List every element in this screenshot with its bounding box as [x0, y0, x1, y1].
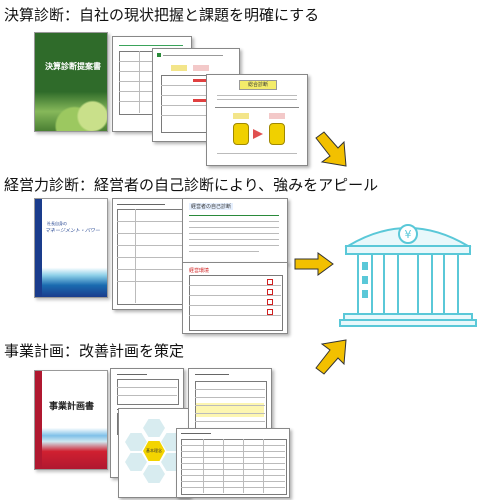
cover-title: 決算診断提案書 [45, 61, 101, 71]
hexagon-diagram: 基本理念 [125, 419, 183, 485]
hex-label: 基本理念 [146, 448, 162, 453]
report-page-2 [152, 48, 240, 142]
yellow-arrow-icon [315, 339, 347, 375]
page-heading: 経営者の自己診断 [189, 203, 234, 210]
cover-subtitle: 社長自身の [47, 221, 67, 226]
financial-diagnosis-cover: 決算診断提案書 [34, 32, 108, 132]
core-philosophy-hexagon: 基本理念 [143, 441, 165, 461]
chart-title: 総合診断 [239, 80, 277, 90]
yellow-arrow-icon [294, 252, 334, 276]
yellow-arrow-icon [315, 131, 347, 167]
section1-heading: 決算診断：自社の現状把握と課題を明確にする [4, 6, 320, 24]
report-page-3: 総合診断 [206, 74, 308, 166]
mascot-left-icon [233, 123, 249, 145]
assessment-page-3: 経営環境 [182, 262, 288, 334]
bank-building-icon: ¥ [339, 224, 477, 327]
svg-text:¥: ¥ [405, 228, 412, 241]
page-heading: 経営環境 [189, 268, 210, 274]
assessment-page-1 [112, 198, 192, 310]
mascot-right-icon [269, 123, 285, 145]
management-power-cover: 社長自身の マネージメント・パワー [34, 198, 108, 298]
cover-title: 事業計画書 [49, 402, 95, 412]
plan-page-hex: 基本理念 [118, 408, 190, 498]
assessment-page-2: 経営者の自己診断 [182, 198, 288, 264]
section3-heading: 事業計画：改善計画を策定 [4, 342, 185, 360]
cover-title: マネージメント・パワー [45, 228, 100, 234]
section2-heading: 経営力診断：経営者の自己診断により、強みをアピール [4, 176, 379, 194]
red-arrow-icon [253, 129, 263, 139]
business-plan-cover: 事業計画書 [34, 370, 108, 470]
plan-page-table-2 [176, 428, 290, 498]
